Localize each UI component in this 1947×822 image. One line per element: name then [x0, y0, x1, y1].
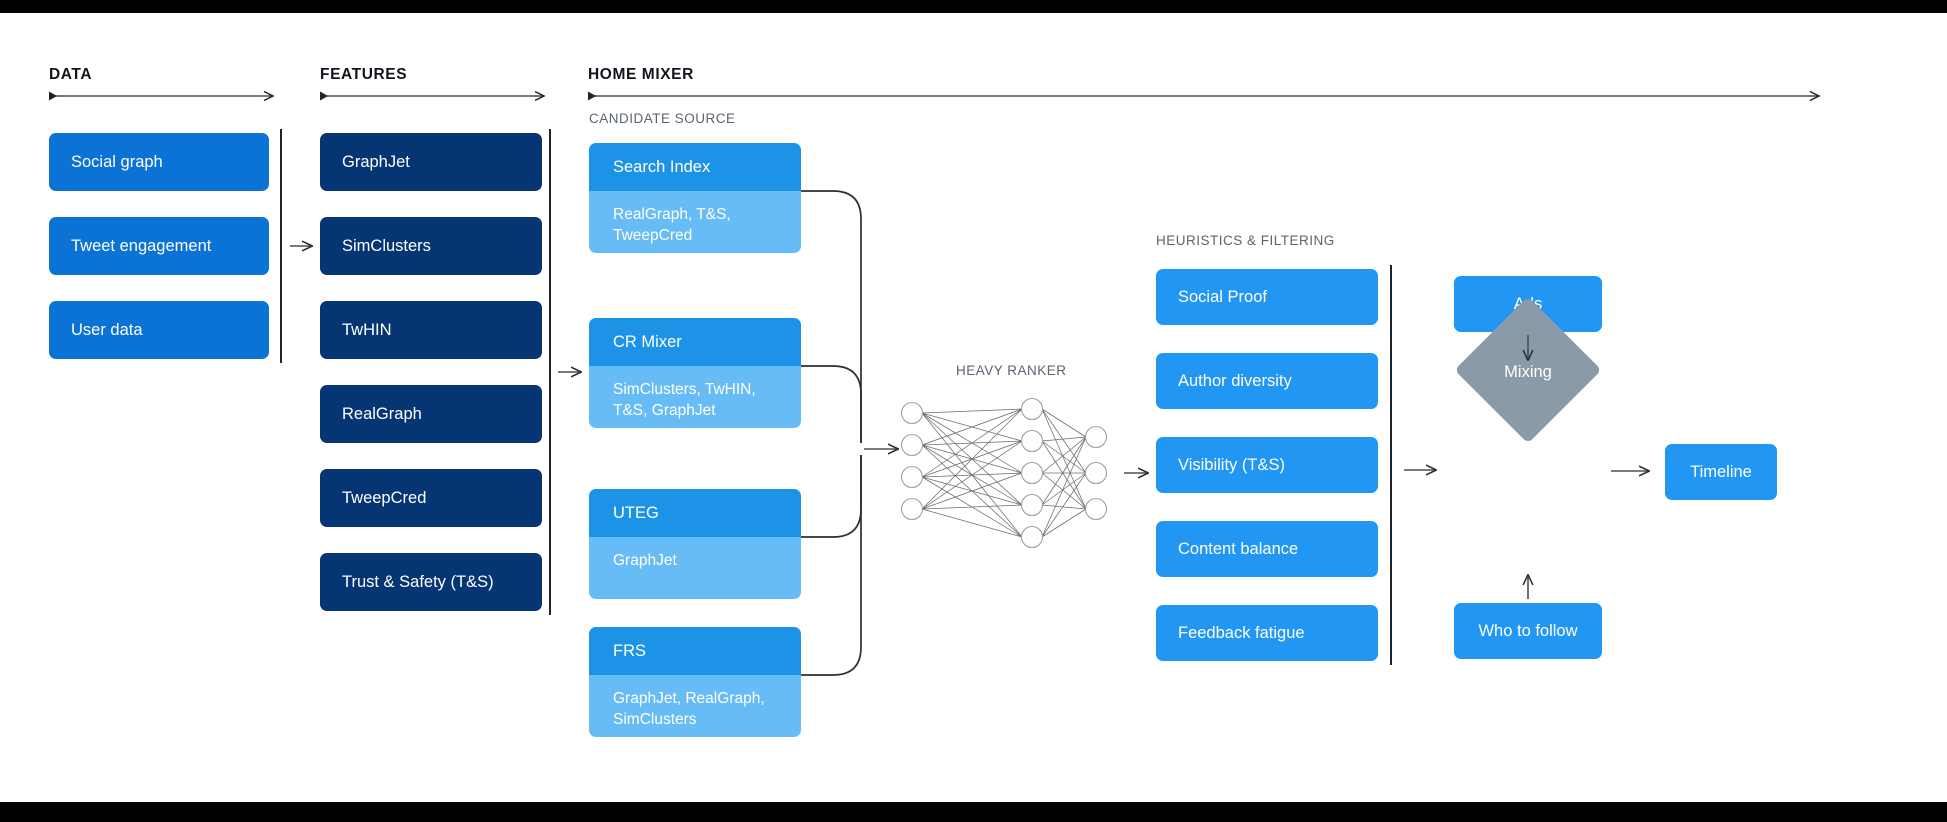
network-node-input [900, 401, 924, 425]
feature-box-label: Trust & Safety (T&S) [342, 572, 494, 591]
data-box-label: User data [71, 320, 143, 339]
feature-box-graphjet[interactable]: GraphJet [320, 133, 542, 191]
feature-box-trust-safety[interactable]: Trust & Safety (T&S) [320, 553, 542, 611]
feature-box-twhin[interactable]: TwHIN [320, 301, 542, 359]
heuristic-box-label: Content balance [1178, 539, 1299, 558]
candidate-source-features: SimClusters, TwHIN, T&S, GraphJet [589, 366, 801, 428]
feature-box-label: RealGraph [342, 404, 422, 423]
heuristic-box-label: Visibility (T&S) [1178, 455, 1285, 474]
feature-box-label: GraphJet [342, 152, 410, 171]
feature-box-label: SimClusters [342, 236, 431, 255]
network-node-output [1084, 425, 1108, 449]
stage-rule-features [320, 90, 546, 102]
stage-title-data: DATA [49, 66, 93, 83]
heuristic-box-label: Social Proof [1178, 287, 1267, 306]
diagram-canvas: DATA FEATURES HOME MIXER CA [0, 13, 1947, 802]
network-node-output [1084, 497, 1108, 521]
network-node-hidden [1020, 397, 1044, 421]
data-box-label: Social graph [71, 152, 163, 171]
network-node-hidden [1020, 493, 1044, 517]
candidate-source-title: UTEG [589, 489, 801, 537]
candidate-source-card-cr-mixer[interactable]: CR Mixer SimClusters, TwHIN, T&S, GraphJ… [589, 318, 801, 428]
candidate-source-title: Search Index [589, 143, 801, 191]
heuristic-box-label: Feedback fatigue [1178, 623, 1305, 642]
rail-features-column [549, 129, 551, 615]
stage-title-features: FEATURES [320, 66, 408, 83]
heavy-ranker-network [900, 397, 1108, 549]
candidate-source-features: RealGraph, T&S, TweepCred [589, 191, 801, 253]
candidate-source-card-uteg[interactable]: UTEG GraphJet [589, 489, 801, 599]
feature-box-tweepcred[interactable]: TweepCred [320, 469, 542, 527]
label-candidate-source: CANDIDATE SOURCE [589, 111, 736, 126]
data-box-social-graph[interactable]: Social graph [49, 133, 269, 191]
heuristic-box-label: Author diversity [1178, 371, 1292, 390]
output-box-label: Who to follow [1478, 621, 1578, 640]
network-node-input [900, 433, 924, 457]
network-node-hidden [1020, 525, 1044, 549]
stage-rule-data [49, 90, 275, 102]
stage-rule-home-mixer [588, 90, 1821, 102]
stage-title-home-mixer: HOME MIXER [588, 66, 694, 83]
candidate-source-merge-connectors [801, 190, 862, 676]
data-box-tweet-engagement[interactable]: Tweet engagement [49, 217, 269, 275]
rail-heuristics-column [1390, 265, 1392, 665]
network-node-hidden [1020, 429, 1044, 453]
feature-box-label: TweepCred [342, 488, 427, 507]
heuristic-box-author-diversity[interactable]: Author diversity [1156, 353, 1378, 409]
network-node-input [900, 497, 924, 521]
network-node-input [900, 465, 924, 489]
data-box-user-data[interactable]: User data [49, 301, 269, 359]
output-box-timeline[interactable]: Timeline [1665, 444, 1777, 500]
candidate-source-features: GraphJet, RealGraph, SimClusters [589, 675, 801, 737]
feature-box-simclusters[interactable]: SimClusters [320, 217, 542, 275]
network-node-hidden [1020, 461, 1044, 485]
mixing-label: Mixing [1504, 362, 1552, 381]
rail-data-column [280, 129, 282, 363]
heuristic-box-feedback-fatigue[interactable]: Feedback fatigue [1156, 605, 1378, 661]
heuristic-box-content-balance[interactable]: Content balance [1156, 521, 1378, 577]
heuristic-box-visibility[interactable]: Visibility (T&S) [1156, 437, 1378, 493]
feature-box-realgraph[interactable]: RealGraph [320, 385, 542, 443]
label-heuristics-filtering: HEURISTICS & FILTERING [1156, 233, 1335, 248]
candidate-source-title: FRS [589, 627, 801, 675]
candidate-source-card-frs[interactable]: FRS GraphJet, RealGraph, SimClusters [589, 627, 801, 737]
connector-overlay [290, 190, 1947, 676]
network-node-output [1084, 461, 1108, 485]
output-box-label: Timeline [1690, 462, 1752, 481]
candidate-source-title: CR Mixer [589, 318, 801, 366]
heuristic-box-social-proof[interactable]: Social Proof [1156, 269, 1378, 325]
feature-box-label: TwHIN [342, 320, 392, 339]
data-box-label: Tweet engagement [71, 236, 212, 255]
label-heavy-ranker: HEAVY RANKER [956, 363, 1067, 378]
output-box-who-to-follow[interactable]: Who to follow [1454, 603, 1602, 659]
candidate-source-card-search-index[interactable]: Search Index RealGraph, T&S, TweepCred [589, 143, 801, 253]
candidate-source-features: GraphJet [589, 537, 801, 599]
